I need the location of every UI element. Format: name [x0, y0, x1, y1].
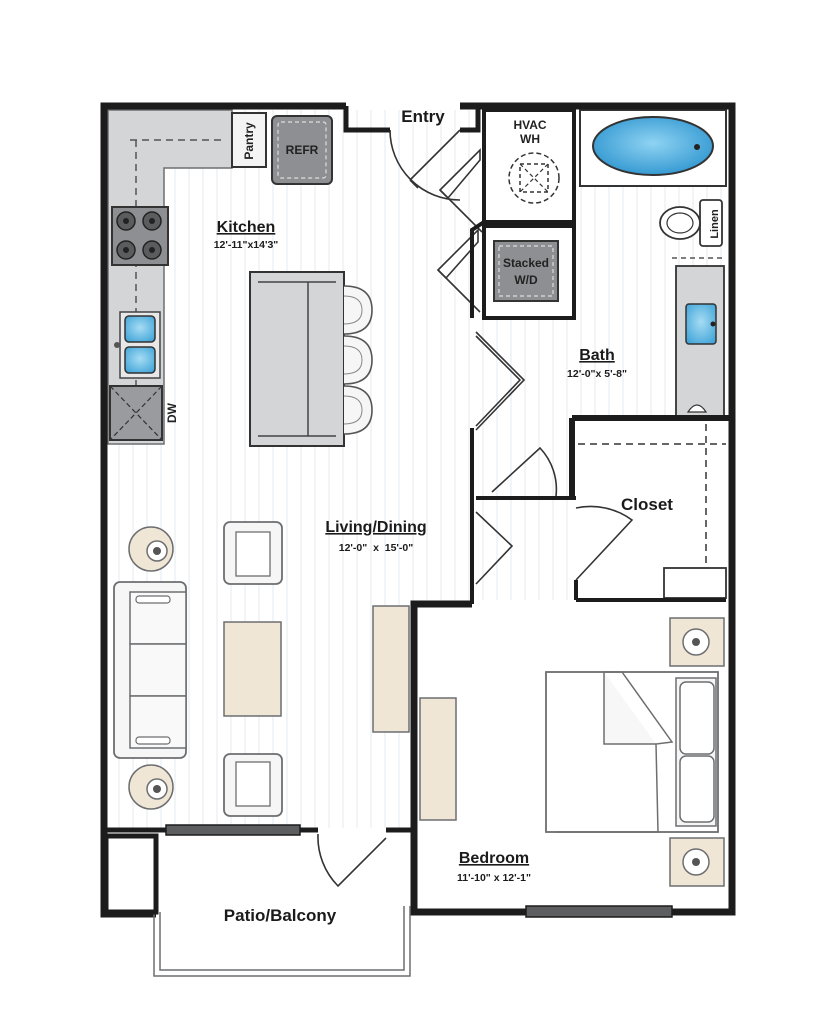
sink-icon: [114, 311, 161, 379]
closet-label: Closet: [621, 495, 673, 514]
toilet-icon: Linen: [659, 199, 723, 247]
bedroom-dims: 11'-10" x 12'-1": [457, 872, 531, 884]
bedroom-window: [525, 905, 673, 918]
washer-line2: W/D: [514, 273, 538, 287]
entry-floor: [350, 130, 480, 250]
living-window: [165, 824, 301, 836]
linen-label: Linen: [709, 209, 721, 239]
range-icon: [111, 206, 169, 266]
kitchen-label: Kitchen: [217, 219, 276, 236]
hvac-closet: HVAC WH: [482, 108, 576, 224]
storage-closet: [103, 833, 159, 915]
armchair: [223, 521, 283, 585]
bath-vanity: [675, 265, 725, 419]
armchair: [223, 753, 283, 817]
dw-label: DW: [165, 402, 179, 423]
dresser: [419, 697, 457, 821]
washer-line1: Stacked: [503, 256, 549, 270]
refrigerator: REFR: [271, 115, 333, 185]
doors: [317, 129, 634, 888]
kitchen-island: [249, 271, 373, 447]
living-dims: 12'-0" x 15'-0": [339, 542, 414, 554]
patio-label: Patio/Balcony: [224, 906, 337, 925]
pantry-label: Pantry: [242, 122, 256, 160]
laundry-closet: Stacked W/D: [482, 224, 576, 320]
walls: [100, 102, 736, 918]
wh-label: WH: [520, 132, 540, 146]
bathtub-icon: [579, 109, 727, 187]
living-label: Living/Dining: [325, 519, 426, 536]
lamp-icon: [128, 764, 174, 810]
bed-icon: [545, 671, 719, 833]
console-table: [372, 605, 410, 733]
nightstand: [669, 837, 725, 887]
bath-label: Bath: [579, 347, 615, 364]
kitchen-dims: 12'-11"x14'3": [214, 239, 279, 251]
refr-label: REFR: [286, 143, 319, 157]
bedroom-label: Bedroom: [459, 850, 529, 867]
hvac-label: HVAC: [513, 118, 546, 132]
entry-label: Entry: [401, 107, 445, 126]
sofa: [113, 581, 187, 759]
nightstand: [669, 617, 725, 667]
coffee-table: [223, 621, 282, 717]
lamp-icon: [128, 526, 174, 572]
dishwasher: DW: [109, 385, 179, 441]
pantry: Pantry: [231, 112, 267, 168]
bath-dims: 12'-0"x 5'-8": [567, 368, 627, 380]
